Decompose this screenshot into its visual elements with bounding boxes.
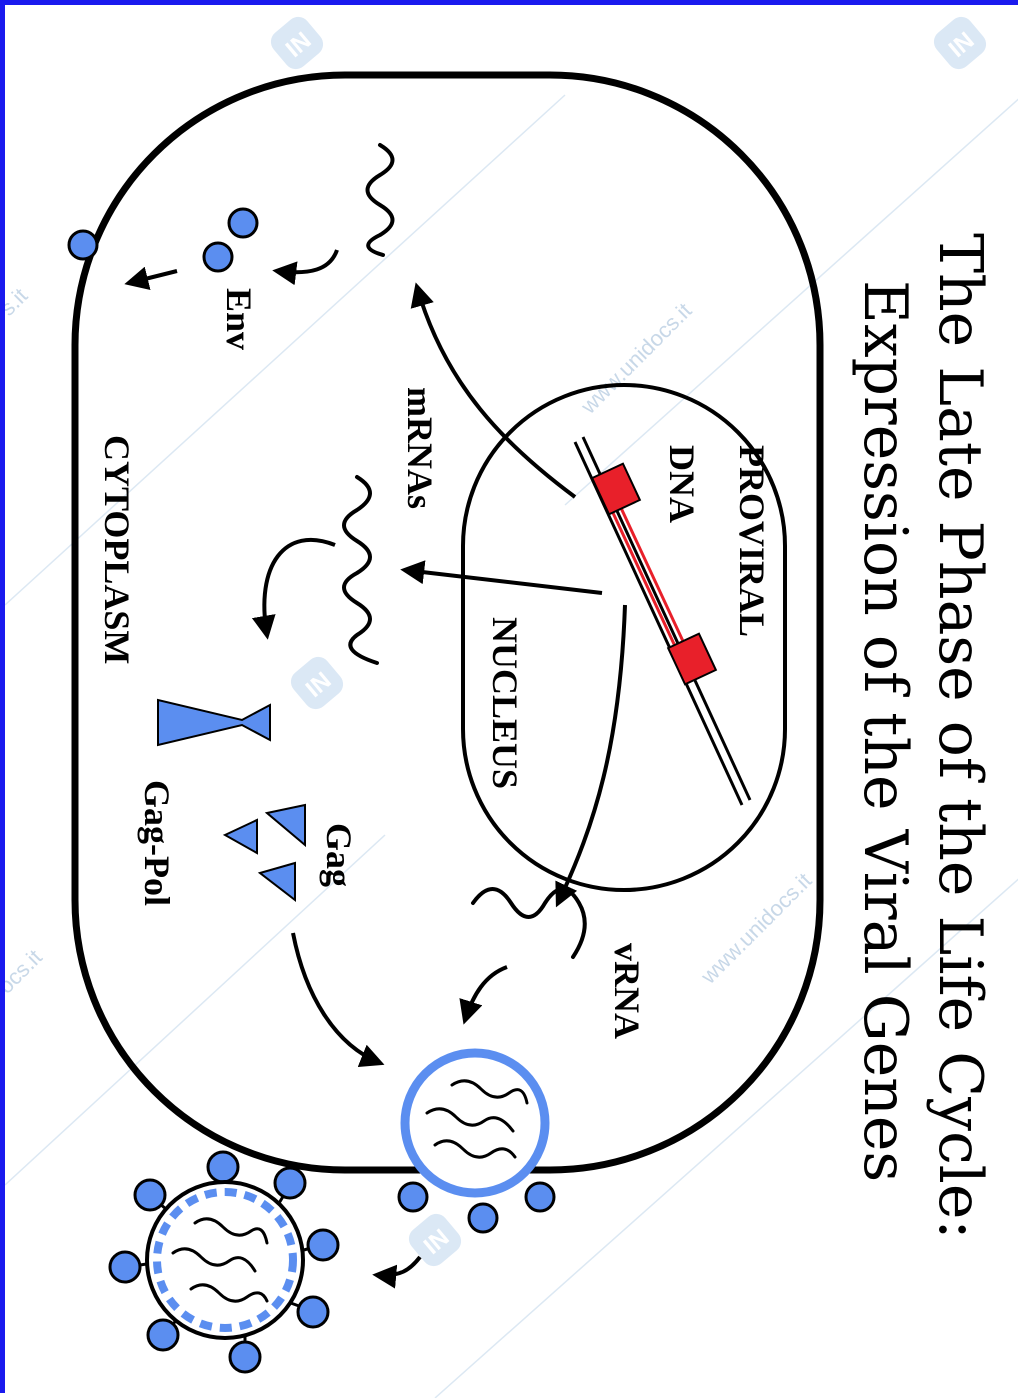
- watermark-text: ocs.it: [5, 945, 47, 999]
- label-env: Env: [219, 288, 259, 350]
- mrna-strand: [342, 475, 379, 665]
- title-line-1: The Late Phase of the Life Cycle:: [925, 233, 995, 1240]
- watermark-logo-icon: [286, 652, 348, 714]
- arrow-to-vrna: [555, 604, 627, 908]
- mature-virion: [108, 1150, 340, 1374]
- env-protein: [202, 241, 234, 273]
- watermark-lines: [5, 94, 1018, 1398]
- arrow-vrna-to-bud: [459, 965, 508, 1025]
- nucleus-membrane: [461, 383, 787, 892]
- bud-env-protein: [397, 1181, 429, 1213]
- ltr-box: [666, 632, 718, 686]
- transcription-arrows: [400, 282, 627, 908]
- env-protein: [227, 207, 259, 239]
- ltr-box: [590, 462, 642, 516]
- assembly-arrows: [291, 932, 508, 1067]
- virion-env-protein: [108, 1250, 142, 1284]
- gag-protein: [264, 803, 306, 848]
- arrow-translation: [251, 538, 336, 640]
- watermark-logo-icon: [266, 12, 328, 74]
- cell-membrane: [71, 71, 824, 1174]
- watermark-text: www.unidocs.it: [575, 298, 696, 419]
- virion-env-protein: [133, 1178, 167, 1212]
- label-dna: DNA: [662, 445, 702, 523]
- rna-strands: [342, 143, 587, 959]
- label-gag-pol: Gag-Pol: [137, 780, 177, 906]
- virion-envelope: [145, 1180, 305, 1340]
- arrow-to-mrnas: [400, 560, 603, 595]
- label-vrna: vRNA: [607, 943, 647, 1039]
- label-mrnas: mRNAs: [400, 387, 440, 509]
- budding-virion: [397, 1048, 556, 1234]
- watermark-logo-icon: [404, 1209, 466, 1271]
- gag-protein: [257, 861, 296, 903]
- virion-env-protein: [306, 1228, 340, 1262]
- bud-capsid: [400, 1048, 550, 1198]
- label-cytoplasm: CYTOPLASM: [97, 435, 137, 664]
- virion-env-protein: [206, 1150, 240, 1184]
- arrow-release: [372, 1255, 422, 1289]
- label-gag: Gag: [319, 823, 359, 887]
- gag-pol-protein: [157, 698, 271, 747]
- virion-env-protein: [146, 1318, 180, 1352]
- env-protein-membrane: [67, 229, 99, 261]
- gag-proteins: [222, 803, 306, 903]
- virion-env-protein: [296, 1295, 330, 1329]
- env-arrows: [124, 249, 339, 290]
- label-nucleus: NUCLEUS: [485, 617, 525, 789]
- label-proviral: PROVIRAL: [732, 445, 772, 637]
- virion-env-protein: [273, 1166, 307, 1200]
- watermark-text: s.it: [5, 283, 32, 321]
- watermark-text: www.unidocs.it: [695, 868, 816, 989]
- watermark-logo-icon: [929, 12, 991, 74]
- vrna-strand: [471, 887, 587, 959]
- proviral-dna: [573, 436, 752, 806]
- arrow-gag-to-bud: [291, 932, 385, 1067]
- bud-env-protein: [524, 1181, 556, 1213]
- env-proteins: [67, 207, 259, 273]
- bud-env-protein: [467, 1202, 499, 1234]
- env-mrna: [365, 143, 395, 257]
- virion-capsid: [153, 1188, 297, 1332]
- gag-protein: [222, 818, 258, 855]
- title-line-2: Expression of the Viral Genes: [850, 280, 920, 1182]
- life-cycle-diagram: IN www.unidocs.it www.unidocs.it s.it oc…: [5, 12, 1018, 1398]
- arrow-to-env-mrna: [410, 282, 577, 499]
- virion-env-protein: [228, 1340, 262, 1374]
